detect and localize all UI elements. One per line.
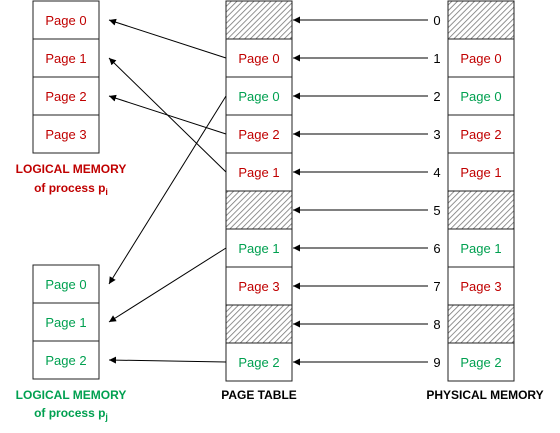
physical-cell: Page 1 [447, 152, 515, 192]
page-table-cell-label: Page 0 [238, 89, 279, 104]
logical-pi-cell: Page 0 [32, 0, 100, 40]
logical-memory-pi: Page 0 Page 1 Page 2 Page 3 [32, 0, 100, 154]
page-table-cell-label: Page 1 [238, 165, 279, 180]
frame-number: 6 [433, 241, 440, 256]
logical-pi-cell-box [32, 0, 100, 40]
logical-memory-pj-title: LOGICAL MEMORY [16, 388, 127, 402]
page-table-cell-label: Page 1 [238, 241, 279, 256]
physical-unused-cell [447, 190, 515, 230]
physical-cell-label: Page 1 [460, 165, 501, 180]
physical-cell: Page 3 [447, 266, 515, 306]
physical-memory-title: PHYSICAL MEMORY [426, 388, 543, 402]
physical-cell: Page 2 [447, 342, 515, 382]
physical-cell-label: Page 3 [460, 279, 501, 294]
page-table-cell-label: Page 3 [238, 279, 279, 294]
page-table-cell: Page 0 [225, 76, 293, 116]
physical-cell: Page 0 [447, 38, 515, 78]
physical-cell [447, 304, 515, 344]
page-table-cell [225, 0, 293, 40]
physical-cell-box [447, 76, 515, 116]
page-table-unused-cell [225, 190, 293, 230]
logical-pj-cell: Page 0 [32, 264, 100, 304]
frame-number: 9 [433, 355, 440, 370]
page-table-unused-cell [225, 0, 293, 40]
logical-pi-cell-box [32, 38, 100, 78]
page-table-cell-label: Page 2 [238, 355, 279, 370]
page-table-title: PAGE TABLE [221, 388, 297, 402]
mapping-arrow-pi-page-2 [108, 94, 227, 135]
logical-pj-cell: Page 2 [32, 340, 100, 380]
frame-number: 7 [433, 279, 440, 294]
logical-pj-cell-label: Page 2 [45, 353, 86, 368]
physical-memory: Page 0 Page 0 Page 2 Page 1 Page 1 Page 3 Page… [433, 0, 515, 382]
mapping-arrow-pi-page-0 [108, 18, 227, 59]
physical-unused-cell [447, 304, 515, 344]
physical-cell: Page 1 [447, 228, 515, 268]
page-table-cell: Page 1 [225, 228, 293, 268]
page-table-cell: Page 3 [225, 266, 293, 306]
page-table-cell [225, 190, 293, 230]
page-table-cell: Page 0 [225, 38, 293, 78]
physical-cell-box [447, 152, 515, 192]
logical-pj-cell-label: Page 1 [45, 315, 86, 330]
frame-number: 5 [433, 203, 440, 218]
physical-cell-box [447, 342, 515, 382]
page-table-cell-box [225, 228, 293, 268]
logical-pi-cell-label: Page 0 [45, 13, 86, 28]
logical-memory-pi-title: LOGICAL MEMORY [16, 162, 127, 176]
logical-pj-cell-box [32, 340, 100, 380]
logical-pi-cell-box [32, 114, 100, 154]
logical-pi-cell-box [32, 76, 100, 116]
physical-cell-label: Page 2 [460, 127, 501, 142]
page-table-cell: Page 1 [225, 152, 293, 192]
page-table-cell: Page 2 [225, 114, 293, 154]
logical-pj-cell-box [32, 302, 100, 342]
mapping-arrow-pj-page-1 [108, 247, 227, 323]
physical-cell-label: Page 0 [460, 89, 501, 104]
page-table-cell-box [225, 114, 293, 154]
logical-memory-pi-subtitle: of process pi [34, 181, 108, 197]
physical-cell [447, 190, 515, 230]
frame-number: 2 [433, 89, 440, 104]
page-table-cell [225, 304, 293, 344]
frame-number: 3 [433, 127, 440, 142]
logical-pj-cell: Page 1 [32, 302, 100, 342]
physical-cell: Page 0 [447, 76, 515, 116]
logical-pj-cell-label: Page 0 [45, 277, 86, 292]
logical-pi-cell-label: Page 3 [45, 127, 86, 142]
physical-cell-box [447, 114, 515, 154]
mapping-arrow-pj-page-0 [108, 95, 227, 285]
page-table-unused-cell [225, 304, 293, 344]
frame-number: 4 [433, 165, 440, 180]
frame-number: 8 [433, 317, 440, 332]
mapping-arrow-pj-page-2 [108, 356, 227, 364]
logical-pi-cell: Page 1 [32, 38, 100, 78]
physical-cell-label: Page 2 [460, 355, 501, 370]
physical-cell-box [447, 266, 515, 306]
page-table-cell-label: Page 2 [238, 127, 279, 142]
logical-memory-pj: Page 0 Page 1 Page 2 [32, 264, 100, 380]
frame-number: 1 [433, 51, 440, 66]
page-table-cell: Page 2 [225, 342, 293, 382]
physical-cell [447, 0, 515, 40]
logical-pi-cell: Page 3 [32, 114, 100, 154]
physical-cell-label: Page 0 [460, 51, 501, 66]
physical-cell-box [447, 228, 515, 268]
mapping-arrows [108, 16, 428, 366]
logical-pi-cell-label: Page 2 [45, 89, 86, 104]
physical-cell: Page 2 [447, 114, 515, 154]
frame-number: 0 [433, 13, 440, 28]
logical-pi-cell: Page 2 [32, 76, 100, 116]
page-table-cell-box [225, 342, 293, 382]
page-table: Page 0 Page 0 Page 2 Page 1 Page 1 Page 3 Page… [225, 0, 293, 382]
page-table-cell-box [225, 152, 293, 192]
logical-memory-pj-subtitle: of process pj [34, 406, 108, 422]
logical-pi-cell-label: Page 1 [45, 51, 86, 66]
page-table-cell-label: Page 0 [238, 51, 279, 66]
physical-unused-cell [447, 0, 515, 40]
physical-cell-label: Page 1 [460, 241, 501, 256]
